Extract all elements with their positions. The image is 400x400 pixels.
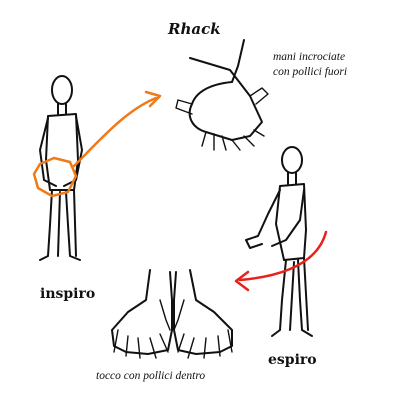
touching-hands-thumbs — [159, 299, 185, 331]
crossed-hands-note: mani incrociate con pollici fuori — [273, 50, 347, 80]
bent-figure-torso — [275, 183, 307, 261]
exhale-marker — [234, 230, 328, 292]
red-arrow-line — [238, 230, 328, 282]
touching-hands-icon — [111, 269, 233, 359]
standing-figure-head — [51, 75, 73, 105]
crossed-hands-fingers — [201, 129, 265, 151]
hands-highlight-circle — [32, 156, 78, 198]
diagram-title: Rhack — [168, 20, 221, 38]
standing-figure-left-arm — [39, 117, 57, 187]
bent-figure-left-arm — [245, 189, 281, 249]
crossed-hands-right-wrist — [189, 57, 263, 141]
crossed-hands-note-line1: mani incrociate — [273, 51, 346, 63]
standing-figure-torso — [45, 113, 79, 191]
orange-arrow-line — [72, 96, 158, 168]
crossed-hands-left-wrist — [231, 39, 245, 83]
bent-figure-icon — [245, 146, 313, 337]
red-arrow-head — [234, 270, 250, 292]
touching-hands-note: tocco con pollici dentro — [96, 370, 206, 382]
espiro-label: espiro — [268, 352, 317, 368]
standing-figure-right-leg — [65, 189, 81, 261]
inspiro-label: inspiro — [40, 286, 96, 302]
bent-figure-right-leg — [297, 257, 313, 337]
inhale-marker — [32, 90, 162, 198]
standing-figure-neck — [57, 103, 67, 115]
standing-figure-icon — [39, 75, 83, 261]
crossed-hands-palm — [188, 81, 233, 141]
touching-hands-left-fingers — [113, 329, 169, 359]
crossed-hands-right-thumb — [249, 87, 269, 105]
crossed-hands-note-line2: con pollici fuori — [273, 66, 348, 78]
crossed-hands-left-thumb — [175, 99, 193, 115]
bent-figure-head — [281, 146, 303, 174]
crossed-hands-icon — [175, 39, 269, 151]
touching-hands-right-hand — [173, 269, 233, 355]
bent-figure-left-leg — [271, 259, 295, 337]
orange-arrow-head — [144, 90, 162, 108]
bent-figure-right-arm — [271, 189, 305, 247]
bent-figure-neck — [287, 172, 297, 185]
standing-figure-right-arm — [63, 115, 83, 187]
touching-hands-right-fingers — [177, 329, 233, 359]
standing-figure-left-leg — [39, 189, 61, 261]
